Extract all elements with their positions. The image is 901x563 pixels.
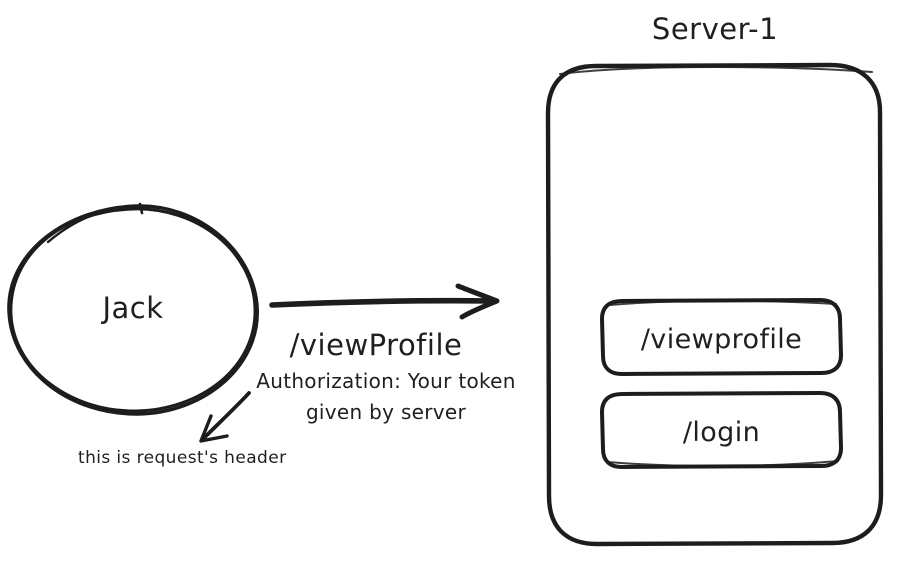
endpoint-label-login: /login: [682, 417, 761, 448]
request-header-line2: given by server: [305, 400, 467, 424]
client-label: Jack: [102, 291, 164, 325]
request-header-line1: Authorization: Your token: [256, 369, 516, 393]
endpoint-box-viewprofile: [600, 298, 843, 376]
request-header-text: Authorization: Your token given by serve…: [225, 366, 547, 428]
request-arrow: [269, 283, 500, 320]
server-title: Server-1: [651, 12, 779, 46]
client-circle: [7, 202, 259, 416]
endpoint-label-viewprofile: /viewprofile: [640, 324, 803, 355]
request-endpoint-label: /viewProfile: [289, 328, 463, 362]
server-box: [545, 62, 884, 547]
annotation-label: this is request's header: [78, 448, 287, 468]
annotation-arrow: [199, 391, 251, 443]
endpoint-box-login: [600, 391, 843, 469]
